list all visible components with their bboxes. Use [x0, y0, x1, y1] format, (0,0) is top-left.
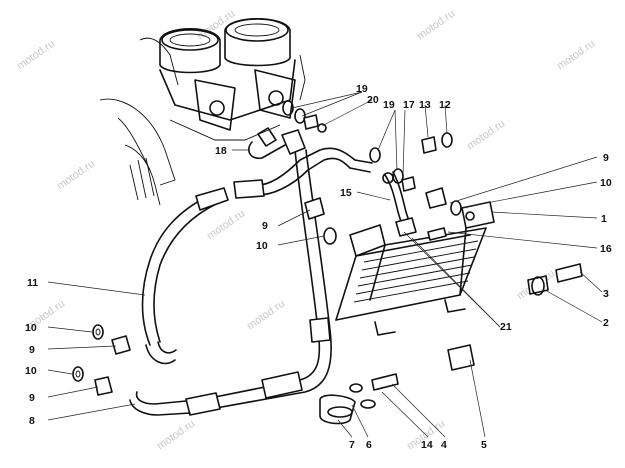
callout-16: 16 — [600, 243, 612, 255]
callout-7: 7 — [349, 439, 355, 451]
callout-13: 13 — [419, 99, 431, 111]
callout-19-upper: 19 — [356, 83, 368, 95]
banjo-fittings — [282, 100, 462, 216]
watermark: motod.ru — [55, 158, 97, 193]
callout-labels: 1 2 3 4 5 6 7 8 9 9 9 9 10 10 10 10 11 1… — [25, 83, 612, 451]
callout-15: 15 — [340, 187, 352, 199]
callout-9-left-upper: 9 — [29, 344, 35, 356]
callout-14: 14 — [421, 439, 433, 451]
callout-10-left-upper: 10 — [25, 322, 37, 334]
callout-5: 5 — [481, 439, 487, 451]
callout-11: 11 — [27, 277, 38, 289]
callout-9-center: 9 — [262, 220, 268, 232]
callout-8: 8 — [29, 415, 35, 427]
hardware-right — [319, 227, 583, 425]
callout-10-right: 10 — [600, 177, 612, 189]
engine-outline — [99, 17, 306, 206]
callout-9-left-lower: 9 — [29, 392, 35, 404]
oil-hose-11 — [141, 187, 229, 365]
watermark: motod.ru — [465, 118, 507, 153]
callout-1: 1 — [601, 213, 607, 225]
watermark: motod.ru — [555, 38, 597, 73]
callout-2: 2 — [603, 317, 609, 329]
callout-4: 4 — [441, 439, 447, 451]
oil-hose-upper — [233, 147, 373, 199]
watermark: motod.ru — [415, 8, 457, 43]
watermark: motod.ru — [205, 208, 247, 243]
callout-6: 6 — [366, 439, 372, 451]
callout-12: 12 — [439, 99, 451, 111]
watermark: motod.ru — [155, 418, 197, 453]
callout-19-lower: 19 — [383, 99, 395, 111]
oil-pipe-8 — [129, 149, 332, 416]
callout-9-right: 9 — [603, 152, 609, 164]
callout-10-left-lower: 10 — [25, 365, 37, 377]
union-pipe-15 — [382, 171, 417, 237]
watermark: motod.ru — [245, 298, 287, 333]
callout-20: 20 — [367, 94, 379, 106]
callout-17: 17 — [403, 99, 415, 111]
washers-and-bolts-left — [72, 197, 337, 396]
watermark: motod.ru — [15, 38, 57, 73]
leader-lines — [47, 91, 603, 438]
oil-cooler-radiator — [335, 201, 495, 336]
callout-18: 18 — [215, 145, 227, 157]
elbow-fitting-18 — [248, 127, 306, 160]
callout-3: 3 — [603, 288, 609, 300]
callout-21: 21 — [500, 321, 512, 333]
callout-10-center: 10 — [256, 240, 268, 252]
